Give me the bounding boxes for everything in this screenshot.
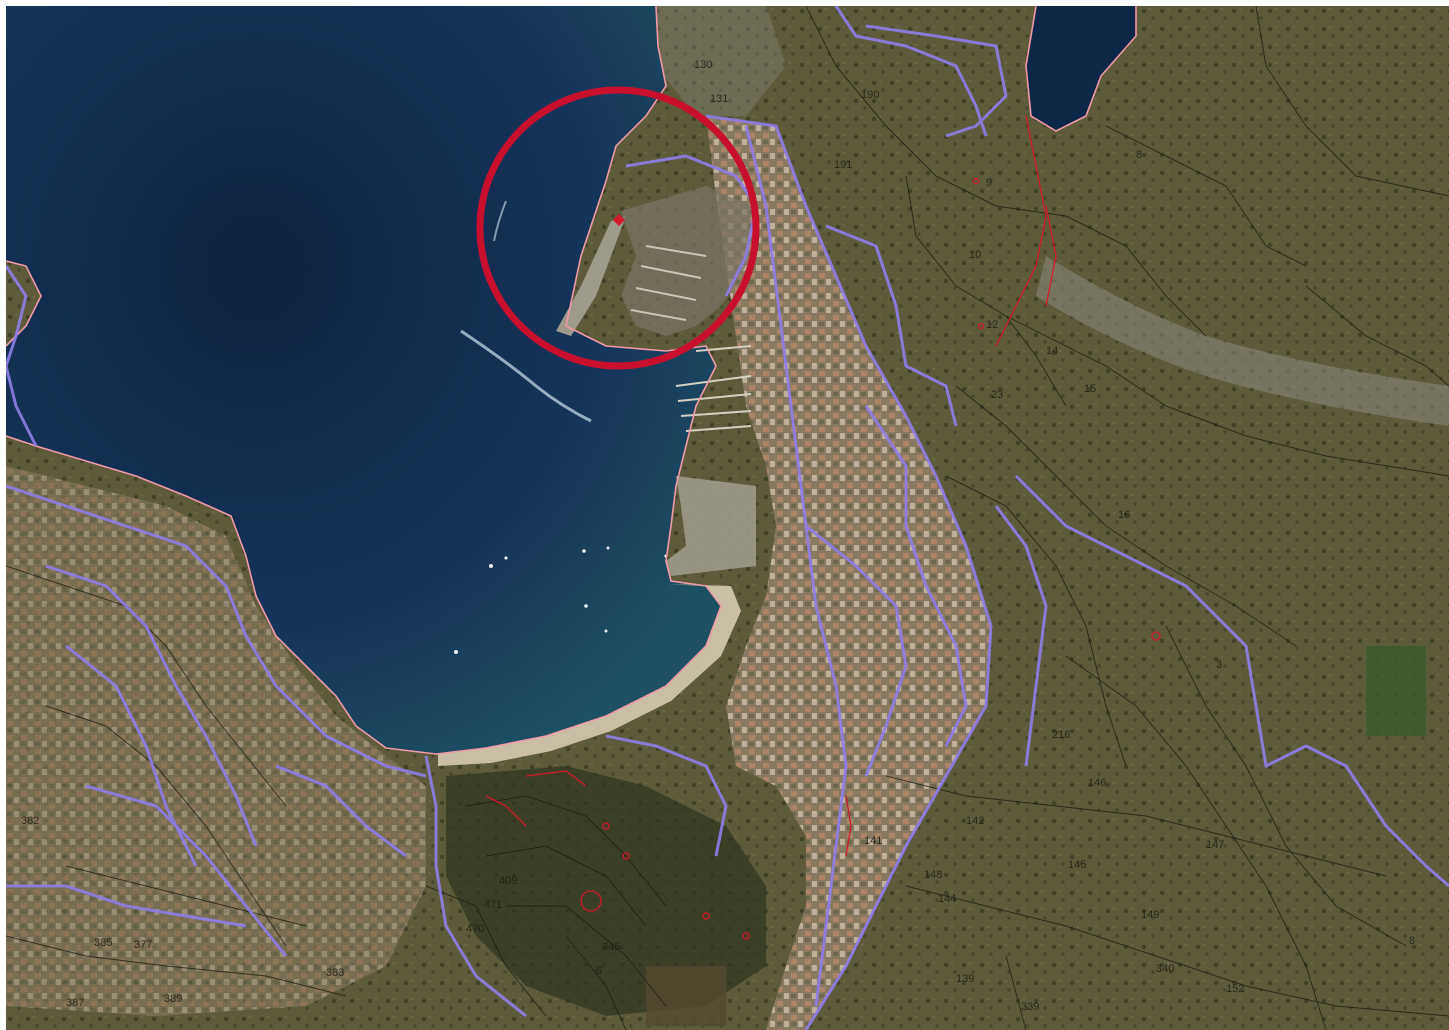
cadastral-parcel-lines — [6, 6, 1449, 1030]
location-marker-icon — [613, 214, 625, 226]
parcel-number-label: 131 — [710, 93, 728, 105]
coastline-outline — [1025, 6, 1137, 132]
coastline-outline — [6, 6, 722, 755]
cadastral-satellite-map[interactable]: 130 131 190 191 8 9 10 12 14 15 23 16 3 216 141 142 145 1… — [6, 6, 1449, 1030]
parcel-number-label: 345 — [602, 941, 620, 953]
parcel-number-label: 6 — [596, 965, 602, 977]
harbour-north — [556, 186, 751, 336]
parcel-number-label: 139 — [956, 973, 974, 985]
boat-wake — [460, 329, 592, 423]
parcel-number-label: 152 — [1226, 983, 1244, 995]
beach — [438, 584, 741, 766]
coastline-outline — [6, 260, 42, 347]
parcel-labels: 130 131 190 191 8 9 10 12 14 15 23 16 3 216 141 142 145 1… — [21, 59, 1415, 1013]
parcel-number-label: 12 — [986, 319, 998, 331]
parcel-number-label: 147 — [1206, 839, 1224, 851]
parcel-number-label: 141 — [864, 835, 882, 847]
parcel-number-label: 145 — [1068, 859, 1086, 871]
parcel-number-label: 471 — [484, 899, 502, 911]
parcel-number-label: 382 — [21, 815, 39, 827]
parcel-number-label: 142 — [966, 815, 984, 827]
road-outlines — [6, 6, 1449, 1030]
sea-inlet — [1026, 6, 1136, 131]
parcel-number-label: 149 — [1141, 909, 1159, 921]
field — [1366, 646, 1426, 736]
parcel-number-label: 377 — [134, 939, 152, 951]
old-quarter — [446, 766, 766, 1016]
sea — [6, 6, 721, 754]
parcel-number-label: 191 — [834, 159, 852, 171]
parcel-number-label: 339 — [1021, 1001, 1039, 1013]
parcel-number-label: 389 — [164, 993, 182, 1005]
parcel-number-label: 340 — [1156, 963, 1174, 975]
parcel-number-label: 23 — [991, 389, 1003, 401]
boats — [454, 546, 668, 654]
parcel-number-label: 146 — [1088, 777, 1106, 789]
rocky-area — [1036, 256, 1449, 426]
harbour-south-marina — [666, 345, 756, 576]
parcel-number-label: 8 — [1136, 149, 1142, 161]
parcel-number-label: 470 — [466, 923, 484, 935]
map-viewport[interactable]: 130 131 190 191 8 9 10 12 14 15 23 16 3 216 141 142 145 1… — [6, 6, 1449, 1030]
parcel-number-label: 144 — [938, 893, 956, 905]
town-urban-area — [706, 116, 991, 1030]
residential-area-west — [6, 466, 426, 1016]
parcel-number-label: 8 — [1409, 935, 1415, 947]
parcel-number-label: 3 — [1216, 659, 1222, 671]
parcel-number-label: 14 — [1046, 345, 1058, 357]
parcel-number-label: 385 — [94, 937, 112, 949]
parcel-number-label: 383 — [326, 967, 344, 979]
rocky-area — [646, 6, 786, 116]
field — [646, 966, 726, 1026]
parcel-number-label: 190 — [861, 89, 879, 101]
parcel-number-label: 409 — [499, 875, 517, 887]
parcel-number-label: 130 — [694, 59, 712, 71]
red-parcel-overlays — [485, 115, 1161, 940]
harbour-highlight-circle — [476, 86, 760, 370]
parcel-number-label: 9 — [986, 177, 992, 189]
parcel-number-label: 15 — [1084, 383, 1096, 395]
parcel-number-label: 387 — [66, 997, 84, 1009]
parcel-number-label: 148 — [924, 869, 942, 881]
parcel-number-label: 16 — [1118, 509, 1130, 521]
boat-wake — [493, 200, 507, 242]
parcel-number-label: 216 — [1052, 729, 1070, 741]
parcel-number-label: 10 — [969, 249, 981, 261]
